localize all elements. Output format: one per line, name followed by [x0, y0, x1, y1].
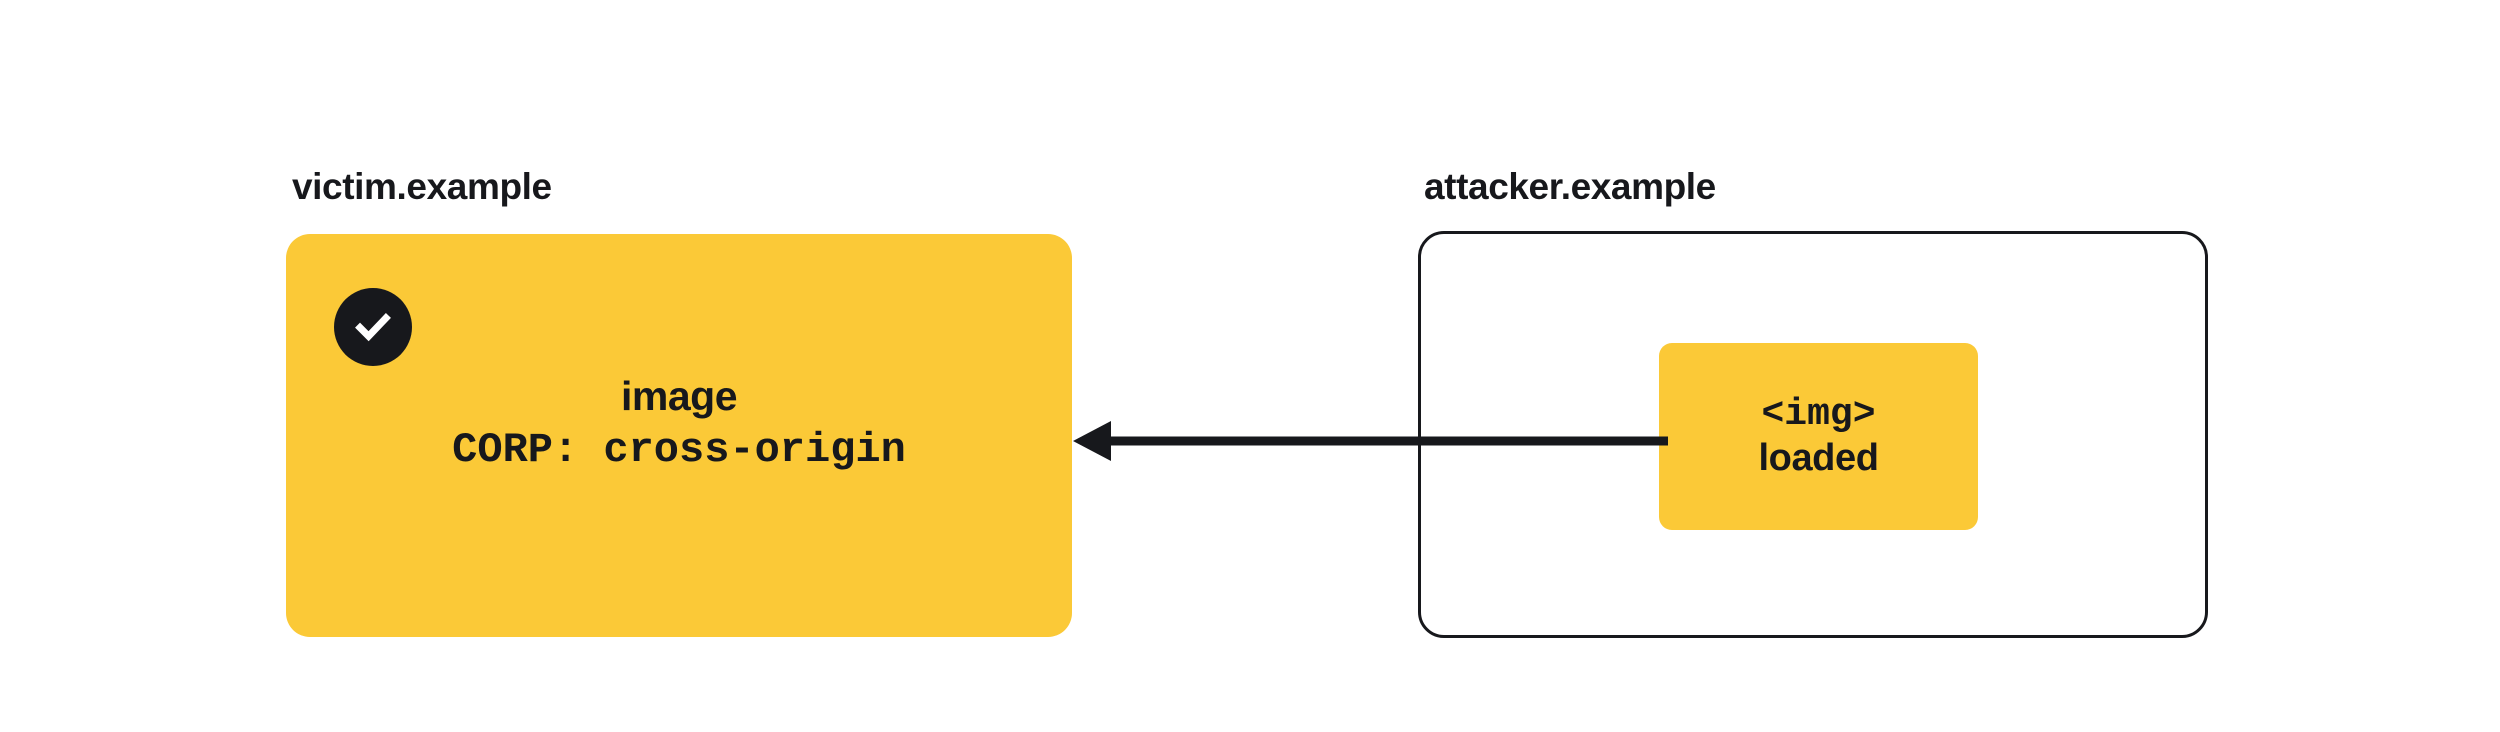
img-element-tag: <img>: [1761, 392, 1876, 436]
victim-resource-text: image CORP: cross-origin: [286, 372, 1072, 476]
check-icon: [334, 288, 412, 366]
victim-origin-card: image CORP: cross-origin: [286, 234, 1072, 637]
victim-origin-label: victim.example: [292, 166, 552, 207]
img-element-box: <img> loaded: [1659, 343, 1978, 530]
attacker-origin-label: attacker.example: [1424, 166, 1716, 207]
request-arrow-icon: [1073, 421, 1668, 461]
attacker-origin-card: <img> loaded: [1418, 231, 2208, 638]
resource-corp-header: CORP: cross-origin: [452, 426, 906, 475]
img-element-state: loaded: [1758, 436, 1879, 479]
resource-name: image: [621, 373, 738, 419]
